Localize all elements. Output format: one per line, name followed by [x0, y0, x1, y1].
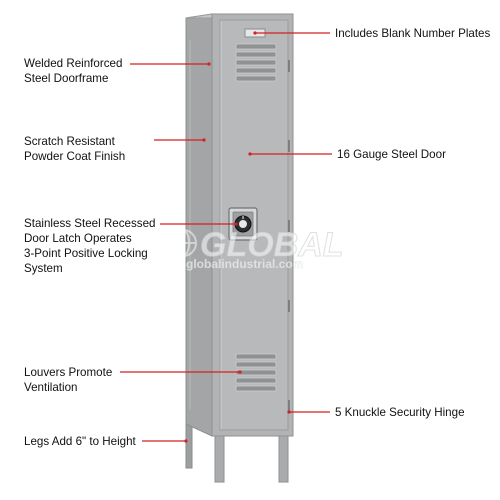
locker-leg-front-right: [278, 429, 289, 483]
combination-lock-icon: [228, 207, 258, 241]
louver-vents-icon: [235, 43, 277, 82]
callout-louvers-line2: Ventilation: [24, 381, 78, 394]
globe-watermark-icon: [169, 229, 197, 257]
callout-door: 16 Gauge Steel Door: [337, 147, 446, 162]
callout-latch: Stainless Steel Recessed Door Latch Oper…: [24, 216, 155, 276]
callout-finish-line2: Powder Coat Finish: [24, 150, 126, 163]
callout-number-plates-line1: Includes Blank Number Plates: [335, 27, 491, 40]
locker-leg-front-left: [214, 429, 225, 483]
callout-doorframe-line1: Welded Reinforced: [24, 57, 123, 70]
callout-doorframe: Welded Reinforced Steel Doorframe: [24, 56, 122, 86]
callout-latch-line4: System: [24, 262, 63, 275]
callout-doorframe-line2: Steel Doorframe: [24, 72, 109, 85]
callout-finish: Scratch Resistant Powder Coat Finish: [24, 134, 125, 164]
louver-vents-icon: [235, 353, 277, 392]
callout-legs-line1: Legs Add 6" to Height: [24, 435, 136, 448]
callout-door-line1: 16 Gauge Steel Door: [337, 148, 446, 161]
leader-lines: [120, 32, 332, 442]
callout-finish-line1: Scratch Resistant: [24, 135, 115, 148]
callout-latch-line1: Stainless Steel Recessed: [24, 217, 156, 230]
callout-louvers: Louvers Promote Ventilation: [24, 365, 112, 395]
callout-hinge-line1: 5 Knuckle Security Hinge: [335, 406, 465, 419]
callout-legs: Legs Add 6" to Height: [24, 434, 136, 449]
callout-hinge: 5 Knuckle Security Hinge: [335, 405, 465, 420]
callout-latch-line2: Door Latch Operates: [24, 232, 132, 245]
locker-leg-back-left: [185, 419, 193, 469]
watermark-brand: GLOBAL: [200, 226, 344, 264]
callout-latch-line3: 3-Point Positive Locking: [24, 247, 148, 260]
watermark-url: globalindustrial.com: [186, 257, 303, 271]
callout-louvers-line1: Louvers Promote: [24, 366, 113, 379]
callout-number-plates: Includes Blank Number Plates: [335, 26, 490, 41]
